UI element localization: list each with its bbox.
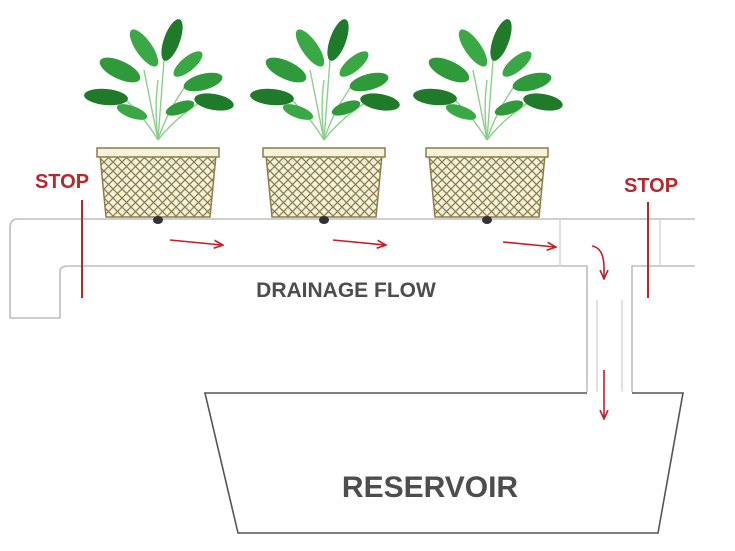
stop-label-left: STOP <box>35 171 89 193</box>
drainage-flow-label: DRAINAGE FLOW <box>256 279 436 302</box>
plant-in-net-pot-icon <box>411 15 565 225</box>
flow-arrow-right <box>332 239 385 245</box>
drainage-channel <box>9 218 695 394</box>
reservoir-label: RESERVOIR <box>342 471 518 504</box>
flow-arrow-right <box>502 241 555 247</box>
flow-arrow-right <box>169 239 222 245</box>
flow-arrows <box>169 239 604 418</box>
plant-in-net-pot-icon <box>248 15 402 225</box>
stop-label-right: STOP <box>624 175 678 197</box>
flow-arrow-curve-down <box>591 245 604 278</box>
plant-in-net-pot-icon <box>82 15 236 225</box>
reservoir-tank <box>203 392 684 534</box>
